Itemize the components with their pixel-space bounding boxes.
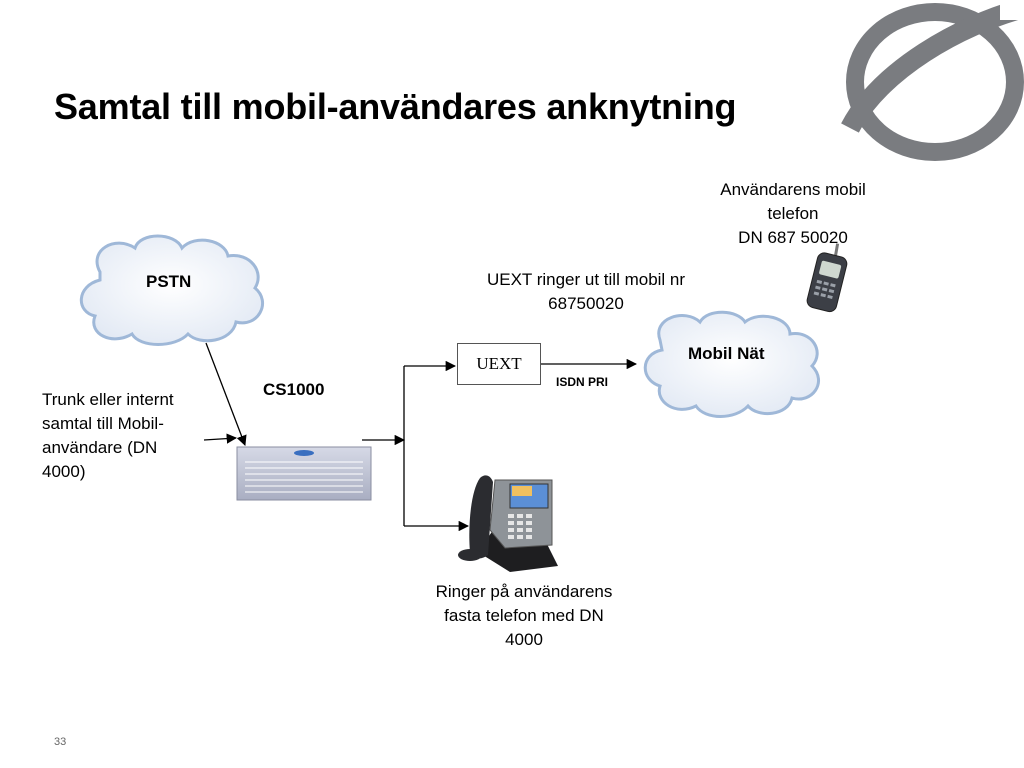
trunk-note-line: samtal till Mobil- [42, 414, 164, 433]
mobile-network-cloud [643, 310, 820, 418]
uext-label: UEXT [476, 354, 522, 373]
cs1000-label: CS1000 [263, 380, 325, 399]
trunk-note-line: användare (DN [42, 438, 158, 457]
slide-number: 33 [54, 736, 67, 748]
cs1000-server [236, 446, 372, 501]
trunk-note-line: Trunk eller internt [42, 390, 174, 409]
pstn-cloud [79, 234, 265, 346]
pstn-label: PSTN [146, 272, 192, 291]
desk-note-line: Ringer på användarens [435, 582, 613, 601]
mobile-phone-icon [806, 243, 848, 313]
uext-note-line: 68750020 [548, 294, 624, 313]
desk-phone-icon [458, 475, 558, 572]
page-title: Samtal till mobil-användares anknytning [54, 86, 737, 127]
desk-note-line: 4000 [505, 630, 543, 649]
trunk-note-line: 4000) [42, 462, 86, 481]
uext-box: UEXT [457, 343, 541, 385]
desk-note-line: fasta telefon med DN [444, 606, 604, 625]
company-logo [841, 0, 1024, 161]
isdn-pri-label: ISDN PRI [556, 375, 609, 389]
uext-note-line: UEXT ringer ut till mobil nr [486, 270, 686, 289]
mobile-phone-note: Användarens mobil telefon DN 687 50020 [693, 178, 893, 250]
trunk-call-note: Trunk eller internt samtal till Mobil- a… [42, 388, 217, 484]
mobile-note-line: Användarens mobil [720, 180, 866, 199]
mobile-note-line: telefon [767, 204, 819, 223]
connectors [203, 342, 638, 532]
mobile-network-label: Mobil Nät [688, 344, 765, 363]
desk-phone-note: Ringer på användarens fasta telefon med … [409, 580, 639, 652]
mobile-note-line: DN 687 50020 [738, 228, 848, 247]
uext-rings-note: UEXT ringer ut till mobil nr 68750020 [456, 268, 716, 316]
